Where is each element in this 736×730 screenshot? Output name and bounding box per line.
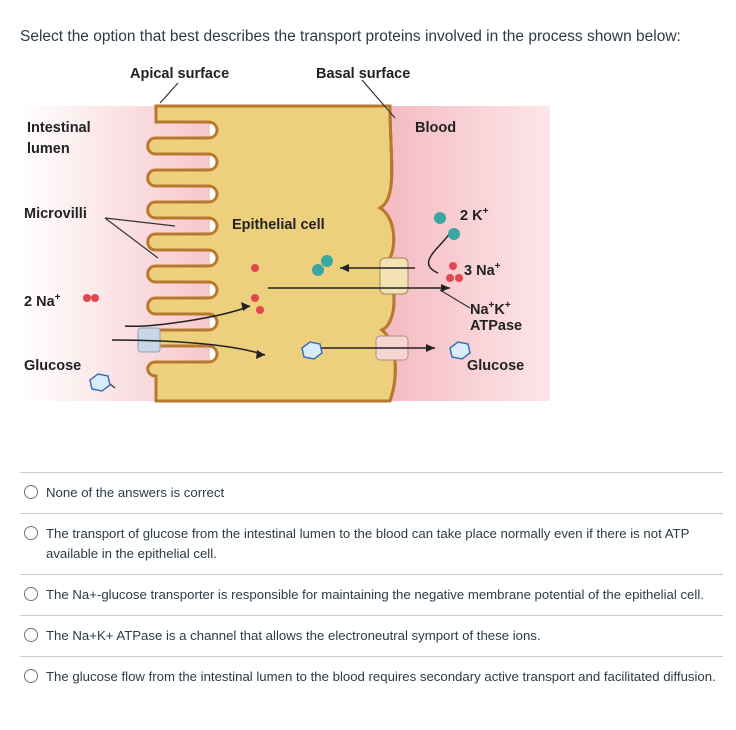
answer-option[interactable]: The Na+-glucose transporter is responsib… xyxy=(20,574,723,615)
answer-text: None of the answers is correct xyxy=(46,485,225,500)
radio-button[interactable] xyxy=(24,669,38,683)
nak-atpase-label-2: ATPase xyxy=(470,318,523,334)
answer-text: The transport of glucose from the intest… xyxy=(46,526,690,561)
arrowheads xyxy=(241,264,450,359)
answer-option[interactable]: The Na+K+ ATPase is a channel that allow… xyxy=(20,615,723,656)
transport-diagram: Apical surface Basal surface Intestinal … xyxy=(20,58,560,408)
answer-text: The Na+K+ ATPase is a channel that allow… xyxy=(46,628,541,643)
question-text: Select the option that best describes th… xyxy=(20,28,681,45)
radio-button[interactable] xyxy=(24,628,38,642)
glucose-molecules xyxy=(89,341,471,392)
answer-list: None of the answers is correct The trans… xyxy=(20,472,723,697)
blood-label: Blood xyxy=(415,120,457,136)
radio-button[interactable] xyxy=(24,526,38,540)
two-k-label: 2 K+ xyxy=(460,206,489,224)
glucose-left-label: Glucose xyxy=(24,358,82,374)
intestinal-lumen-label-2: lumen xyxy=(27,141,70,157)
three-na-label: 3 Na+ xyxy=(464,261,501,279)
apical-surface-label: Apical surface xyxy=(130,66,230,82)
two-na-label: 2 Na+ xyxy=(24,292,61,310)
answer-option[interactable]: None of the answers is correct xyxy=(20,472,723,513)
answer-option[interactable]: The transport of glucose from the intest… xyxy=(20,513,723,574)
radio-button[interactable] xyxy=(24,485,38,499)
basal-surface-label: Basal surface xyxy=(316,66,411,82)
answer-option[interactable]: The glucose flow from the intestinal lum… xyxy=(20,656,723,697)
intestinal-lumen-label-1: Intestinal xyxy=(27,120,91,136)
answer-text: The Na+-glucose transporter is responsib… xyxy=(46,587,704,602)
answer-text: The glucose flow from the intestinal lum… xyxy=(46,669,716,684)
transport-arrows xyxy=(111,232,451,356)
radio-button[interactable] xyxy=(24,587,38,601)
nak-atpase-label-1: Na+K+ xyxy=(470,300,511,318)
epithelial-cell-label: Epithelial cell xyxy=(232,217,325,233)
diagram-graphic xyxy=(20,79,550,403)
na-k-atpase xyxy=(379,257,409,295)
ions xyxy=(83,212,463,314)
microvilli-label: Microvilli xyxy=(24,206,87,222)
glucose-right-label: Glucose xyxy=(467,358,525,374)
